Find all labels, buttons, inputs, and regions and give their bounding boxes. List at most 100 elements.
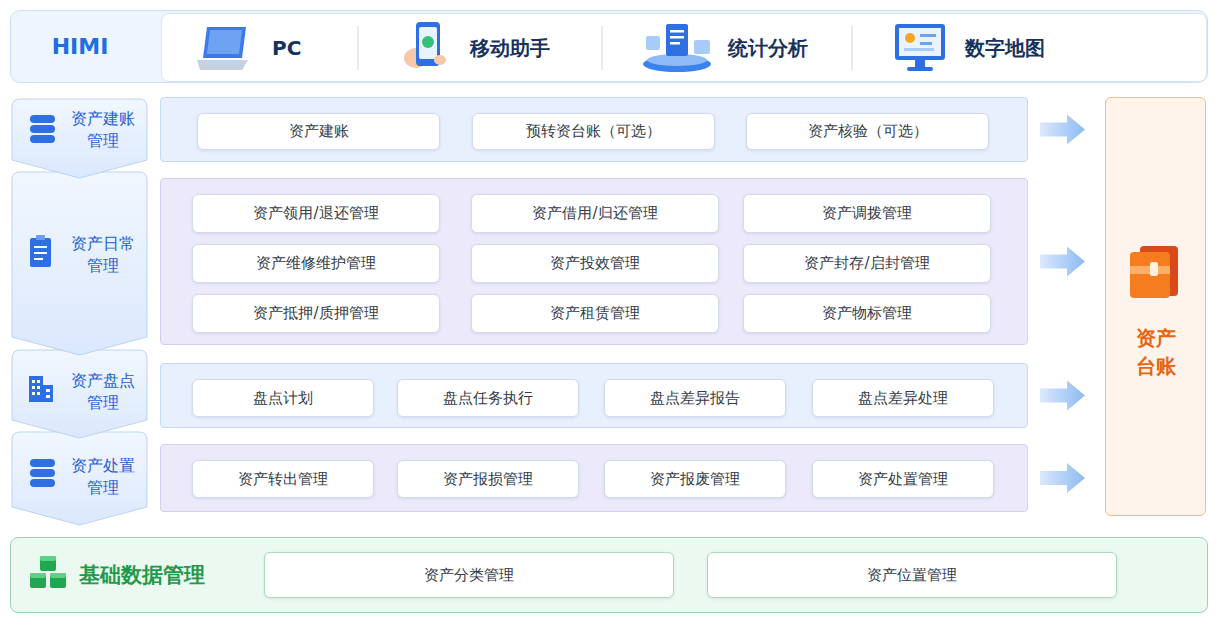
function-box: 资产核验（可选） (746, 113, 989, 150)
document-icon (30, 235, 51, 267)
function-box: 预转资台账（可选） (472, 113, 715, 150)
function-box: 盘点差异报告 (604, 379, 786, 417)
monitor-frame (895, 24, 945, 60)
step-chevron: 资产盘点 管理 (11, 349, 148, 439)
chevron-shape (11, 431, 148, 526)
chevron-outline (12, 432, 147, 525)
step-label: 资产建账 管理 (68, 108, 138, 152)
box-label: 资产核验（可选） (808, 122, 928, 141)
box-label: 资产分类管理 (424, 566, 514, 585)
window (46, 395, 50, 398)
flow-arrow (1040, 463, 1085, 493)
function-box: 资产投效管理 (471, 244, 719, 283)
channel-label: 数字地图 (965, 14, 1045, 82)
chevron-label-wrap: 资产盘点 管理 (63, 363, 143, 421)
hand (404, 48, 428, 68)
stats-icon (643, 24, 711, 72)
box-label: 预转资台账（可选） (526, 122, 661, 141)
chevron-outline (12, 99, 147, 178)
module-row: 资产转出管理资产报损管理资产报废管理资产处置管理资产处置 管理 (160, 444, 1028, 512)
phone-icon (404, 22, 446, 68)
box-label: 资产封存/启封管理 (804, 254, 929, 273)
box-label: 资产报废管理 (650, 470, 740, 489)
chart-dot (905, 33, 915, 43)
box-label: 资产位置管理 (867, 566, 957, 585)
chart-line (920, 42, 932, 45)
db-layer (30, 125, 55, 133)
ledger-band (1130, 266, 1170, 274)
flow-arrow (1040, 247, 1085, 277)
ledger-front (1130, 252, 1170, 298)
doc-body (30, 238, 51, 267)
doc-clip (36, 235, 45, 240)
box-label: 资产转出管理 (238, 470, 328, 489)
monitor-stand (915, 60, 925, 67)
function-box: 资产调拨管理 (743, 194, 991, 233)
step-chevron: 资产处置 管理 (11, 431, 148, 526)
separator (357, 26, 359, 70)
chevron-label-wrap: 资产处置 管理 (63, 445, 143, 508)
monitor-screen (899, 28, 941, 56)
thumb (434, 55, 446, 65)
ledger-back (1140, 246, 1178, 296)
box-label: 资产建账 (289, 122, 349, 141)
function-box: 资产抵押/质押管理 (192, 294, 440, 333)
chevron-label-wrap: 资产日常 管理 (63, 171, 143, 338)
box-label: 资产借用/归还管理 (532, 204, 657, 223)
laptop-base (197, 60, 248, 70)
db-layer (30, 469, 55, 477)
stats-panel (694, 40, 710, 54)
laptop-screen-inner (207, 30, 242, 54)
platform (643, 56, 711, 72)
window (32, 392, 35, 395)
function-box: 盘点计划 (192, 379, 374, 417)
box-label: 资产维修维护管理 (256, 254, 376, 273)
box-label: 资产抵押/质押管理 (253, 304, 378, 323)
db-layer (30, 479, 55, 487)
function-box: 资产位置管理 (707, 552, 1117, 598)
doc-line (34, 246, 47, 248)
window (37, 392, 40, 395)
function-box: 资产封存/启封管理 (743, 244, 991, 283)
base-data-band: 资产分类管理 资产位置管理 基础数据管理 (10, 537, 1208, 613)
building-icon (29, 376, 53, 402)
module-row: 资产领用/退还管理资产借用/归还管理资产调拨管理资产维修维护管理资产投效管理资产… (160, 178, 1028, 345)
doc-line (34, 252, 47, 254)
box-label: 资产租赁管理 (550, 304, 640, 323)
chevron-outline (12, 172, 147, 355)
function-box: 资产领用/退还管理 (192, 194, 440, 233)
box-label: 盘点差异处理 (858, 389, 948, 408)
chevron-shape (11, 349, 148, 439)
function-box: 资产借用/归还管理 (471, 194, 719, 233)
step-chevron: 资产建账 管理 (11, 98, 148, 179)
function-box: 资产租赁管理 (471, 294, 719, 333)
monitor-base (907, 67, 933, 71)
channel-label: 移动助手 (470, 14, 550, 82)
step-label: 资产处置 管理 (68, 455, 138, 499)
function-box: 资产维修维护管理 (192, 244, 440, 283)
chart-line (904, 48, 934, 51)
chevron-shape (11, 171, 148, 356)
band-title: 基础数据管理 (79, 538, 205, 612)
ledger-clasp (1150, 262, 1158, 276)
db-layer (30, 459, 55, 467)
chart-line (920, 34, 936, 37)
step-chevron: 资产日常 管理 (11, 171, 148, 356)
channel-label: 统计分析 (728, 14, 808, 82)
flow-arrow (1040, 381, 1085, 411)
doc-line (670, 42, 680, 45)
module-row: 资产建账预转资台账（可选）资产核验（可选）资产建账 管理 (160, 97, 1028, 162)
db-layer (30, 115, 55, 123)
function-box: 资产报废管理 (604, 460, 786, 498)
step-label: 资产盘点 管理 (68, 370, 138, 414)
database-icon (30, 115, 55, 143)
doc-line (670, 30, 684, 33)
window (37, 380, 40, 383)
ledger-icon (1130, 246, 1178, 298)
box-label: 资产领用/退还管理 (253, 204, 378, 223)
window (46, 389, 50, 392)
box-label: 盘点任务执行 (443, 389, 533, 408)
stats-doc (666, 24, 688, 56)
cube-top (30, 573, 46, 578)
